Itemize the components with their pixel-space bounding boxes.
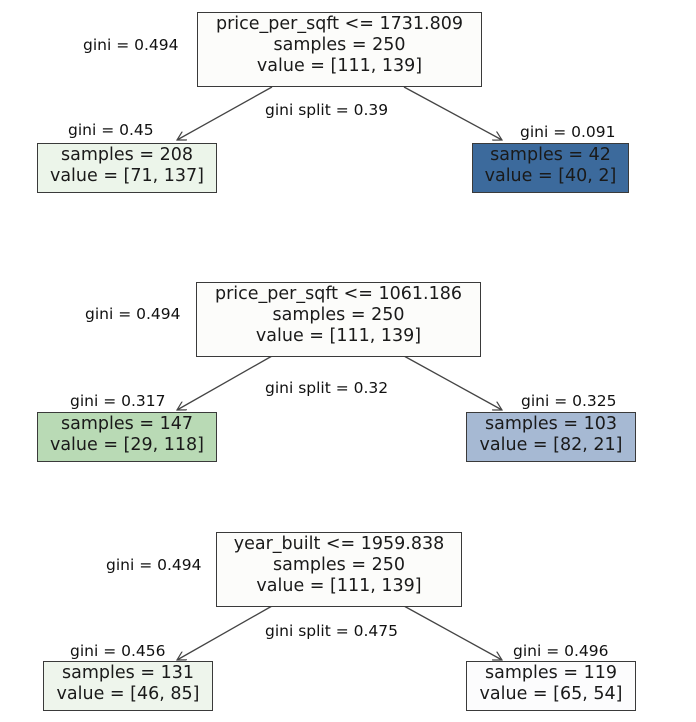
root-node: price_per_sqft <= 1061.186 samples = 250…: [196, 282, 481, 357]
node-samples: samples = 42: [490, 145, 611, 165]
node-value: value = [111, 139]: [256, 56, 423, 76]
edge-right: [403, 355, 502, 410]
split-condition: year_built <= 1959.838: [233, 534, 445, 554]
node-value: value = [82, 21]: [479, 435, 623, 455]
right-leaf-node: samples = 103 value = [82, 21]: [466, 412, 636, 462]
node-samples: samples = 147: [61, 414, 193, 434]
edge-left: [177, 355, 273, 410]
node-value: value = [40, 2]: [484, 166, 617, 186]
gini-split-label: gini split = 0.475: [265, 622, 399, 640]
root-node: year_built <= 1959.838 samples = 250 val…: [216, 532, 462, 607]
right-gini: gini = 0.091: [520, 123, 616, 141]
split-condition: price_per_sqft <= 1731.809: [215, 14, 464, 34]
right-leaf-node: samples = 119 value = [65, 54]: [466, 661, 636, 711]
edge-left: [177, 86, 273, 140]
root-gini: gini = 0.494: [85, 305, 181, 323]
root-node: price_per_sqft <= 1731.809 samples = 250…: [197, 12, 482, 87]
right-gini: gini = 0.325: [521, 392, 617, 410]
edge-right: [403, 86, 502, 140]
node-value: value = [111, 139]: [256, 576, 422, 596]
gini-split-label: gini split = 0.32: [265, 379, 389, 397]
node-value: value = [65, 54]: [479, 684, 623, 704]
left-leaf-node: samples = 131 value = [46, 85]: [43, 661, 213, 711]
left-leaf-node: samples = 208 value = [71, 137]: [37, 143, 217, 193]
left-leaf-node: samples = 147 value = [29, 118]: [37, 412, 217, 462]
edge-right: [403, 605, 502, 660]
node-value: value = [71, 137]: [49, 166, 205, 186]
node-samples: samples = 119: [485, 663, 617, 683]
node-samples: samples = 250: [273, 555, 405, 575]
node-samples: samples = 208: [61, 145, 193, 165]
right-leaf-node: samples = 42 value = [40, 2]: [472, 143, 629, 193]
node-samples: samples = 131: [62, 663, 194, 683]
split-condition: price_per_sqft <= 1061.186: [214, 284, 463, 304]
left-gini: gini = 0.317: [70, 392, 166, 410]
root-gini: gini = 0.494: [83, 36, 179, 54]
node-value: value = [29, 118]: [49, 435, 205, 455]
node-samples: samples = 103: [485, 414, 617, 434]
node-samples: samples = 250: [273, 35, 406, 55]
left-gini: gini = 0.45: [68, 121, 154, 139]
left-gini: gini = 0.456: [70, 642, 166, 660]
edge-left: [177, 605, 273, 660]
node-samples: samples = 250: [272, 305, 405, 325]
node-value: value = [111, 139]: [255, 326, 422, 346]
gini-split-label: gini split = 0.39: [265, 101, 389, 119]
node-value: value = [46, 85]: [56, 684, 200, 704]
right-gini: gini = 0.496: [513, 642, 609, 660]
root-gini: gini = 0.494: [106, 556, 202, 574]
